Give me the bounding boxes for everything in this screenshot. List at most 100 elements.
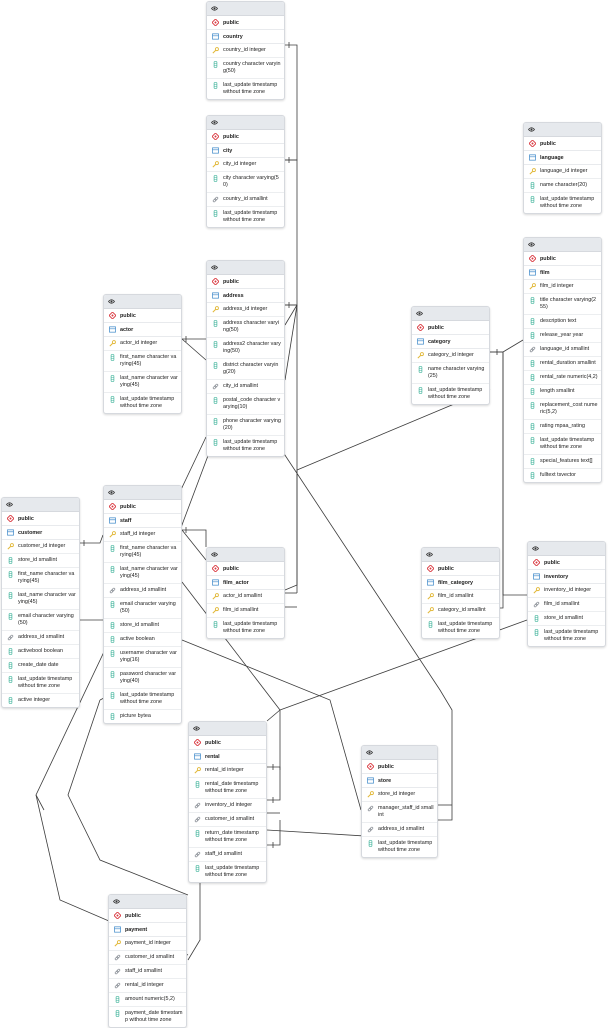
column-row[interactable]: last_update timestamp without time zone xyxy=(362,837,437,857)
column-row[interactable]: city character varying(50) xyxy=(207,172,284,193)
column-row[interactable]: last_update timestamp without time zone xyxy=(104,393,181,413)
table-header[interactable] xyxy=(412,307,489,321)
table-header[interactable] xyxy=(2,498,79,512)
column-row[interactable]: rental_rate numeric(4,2) xyxy=(524,371,601,385)
column-row[interactable]: amount numeric(5,2) xyxy=(109,993,186,1007)
column-row[interactable]: address_id smallint xyxy=(2,631,79,645)
column-row[interactable]: last_name character varying(45) xyxy=(104,372,181,393)
column-row[interactable]: last_update timestamp without time zone xyxy=(412,384,489,404)
column-row[interactable]: postal_code character varying(10) xyxy=(207,394,284,415)
eye-icon[interactable] xyxy=(366,750,373,755)
column-row[interactable]: last_name character varying(45) xyxy=(104,563,181,584)
table-header[interactable] xyxy=(189,722,266,736)
column-row[interactable]: staff_id smallint xyxy=(189,848,266,862)
table-header[interactable] xyxy=(528,542,605,556)
column-row[interactable]: username character varying(16) xyxy=(104,647,181,668)
column-row[interactable]: rating mpaa_rating xyxy=(524,420,601,434)
table-header[interactable] xyxy=(104,295,181,309)
eye-icon[interactable] xyxy=(211,552,218,557)
eye-icon[interactable] xyxy=(6,502,13,507)
eye-icon[interactable] xyxy=(108,490,115,495)
column-row[interactable]: actor_id integer xyxy=(104,337,181,351)
column-row[interactable]: fulltext tsvector xyxy=(524,469,601,482)
column-row[interactable]: active boolean xyxy=(104,633,181,647)
table-header[interactable] xyxy=(362,746,437,760)
column-row[interactable]: language_id smallint xyxy=(524,343,601,357)
column-row[interactable]: store_id integer xyxy=(362,788,437,802)
column-row[interactable]: staff_id integer xyxy=(104,528,181,542)
column-row[interactable]: last_update timestamp without time zone xyxy=(207,436,284,456)
table-header[interactable] xyxy=(524,238,601,252)
column-row[interactable]: last_update timestamp without time zone xyxy=(524,434,601,455)
eye-icon[interactable] xyxy=(532,546,539,551)
column-row[interactable]: country character varying(50) xyxy=(207,58,284,79)
column-row[interactable]: film_id smallint xyxy=(528,598,605,612)
column-row[interactable]: email character varying(50) xyxy=(2,610,79,631)
eye-icon[interactable] xyxy=(426,552,433,557)
column-row[interactable]: name character varying(25) xyxy=(412,363,489,384)
column-row[interactable]: film_id smallint xyxy=(422,590,499,604)
column-row[interactable]: store_id smallint xyxy=(2,554,79,568)
column-row[interactable]: store_id smallint xyxy=(528,612,605,626)
column-row[interactable]: payment_date timestamp without time zone xyxy=(109,1007,186,1027)
column-row[interactable]: rental_date timestamp without time zone xyxy=(189,778,266,799)
column-row[interactable]: description text xyxy=(524,315,601,329)
column-row[interactable]: last_update timestamp without time zone xyxy=(207,79,284,99)
column-row[interactable]: city_id smallint xyxy=(207,380,284,394)
column-row[interactable]: customer_id integer xyxy=(2,540,79,554)
column-row[interactable]: name character(20) xyxy=(524,179,601,193)
eye-icon[interactable] xyxy=(528,127,535,132)
table-header[interactable] xyxy=(422,548,499,562)
column-row[interactable]: last_update timestamp without time zone xyxy=(422,618,499,638)
column-row[interactable]: last_update timestamp without time zone xyxy=(2,673,79,694)
column-row[interactable]: district character varying(20) xyxy=(207,359,284,380)
eye-icon[interactable] xyxy=(416,311,423,316)
table-header[interactable] xyxy=(207,261,284,275)
column-row[interactable]: inventory_id integer xyxy=(528,584,605,598)
eye-icon[interactable] xyxy=(113,899,120,904)
column-row[interactable]: picture bytea xyxy=(104,710,181,723)
column-row[interactable]: last_update timestamp without time zone xyxy=(207,207,284,227)
column-row[interactable]: customer_id smallint xyxy=(109,951,186,965)
column-row[interactable]: rental_id integer xyxy=(189,764,266,778)
eye-icon[interactable] xyxy=(193,726,200,731)
column-row[interactable]: film_id integer xyxy=(524,280,601,294)
column-row[interactable]: length smallint xyxy=(524,385,601,399)
column-row[interactable]: country_id smallint xyxy=(207,193,284,207)
column-row[interactable]: customer_id smallint xyxy=(189,813,266,827)
column-row[interactable]: manager_staff_id smallint xyxy=(362,802,437,823)
column-row[interactable]: last_update timestamp without time zone xyxy=(207,618,284,638)
column-row[interactable]: activebool boolean xyxy=(2,645,79,659)
eye-icon[interactable] xyxy=(211,265,218,270)
column-row[interactable]: title character varying(255) xyxy=(524,294,601,315)
column-row[interactable]: rental_id integer xyxy=(109,979,186,993)
column-row[interactable]: store_id smallint xyxy=(104,619,181,633)
column-row[interactable]: actor_id smallint xyxy=(207,590,284,604)
table-header[interactable] xyxy=(104,486,181,500)
column-row[interactable]: category_id integer xyxy=(412,349,489,363)
column-row[interactable]: staff_id smallint xyxy=(109,965,186,979)
column-row[interactable]: address character varying(50) xyxy=(207,317,284,338)
table-header[interactable] xyxy=(207,548,284,562)
column-row[interactable]: last_update timestamp without time zone xyxy=(189,862,266,882)
eye-icon[interactable] xyxy=(211,120,218,125)
column-row[interactable]: active integer xyxy=(2,694,79,707)
column-row[interactable]: release_year year xyxy=(524,329,601,343)
column-row[interactable]: first_name character varying(45) xyxy=(2,568,79,589)
column-row[interactable]: last_update timestamp without time zone xyxy=(524,193,601,213)
eye-icon[interactable] xyxy=(528,242,535,247)
column-row[interactable]: city_id integer xyxy=(207,158,284,172)
